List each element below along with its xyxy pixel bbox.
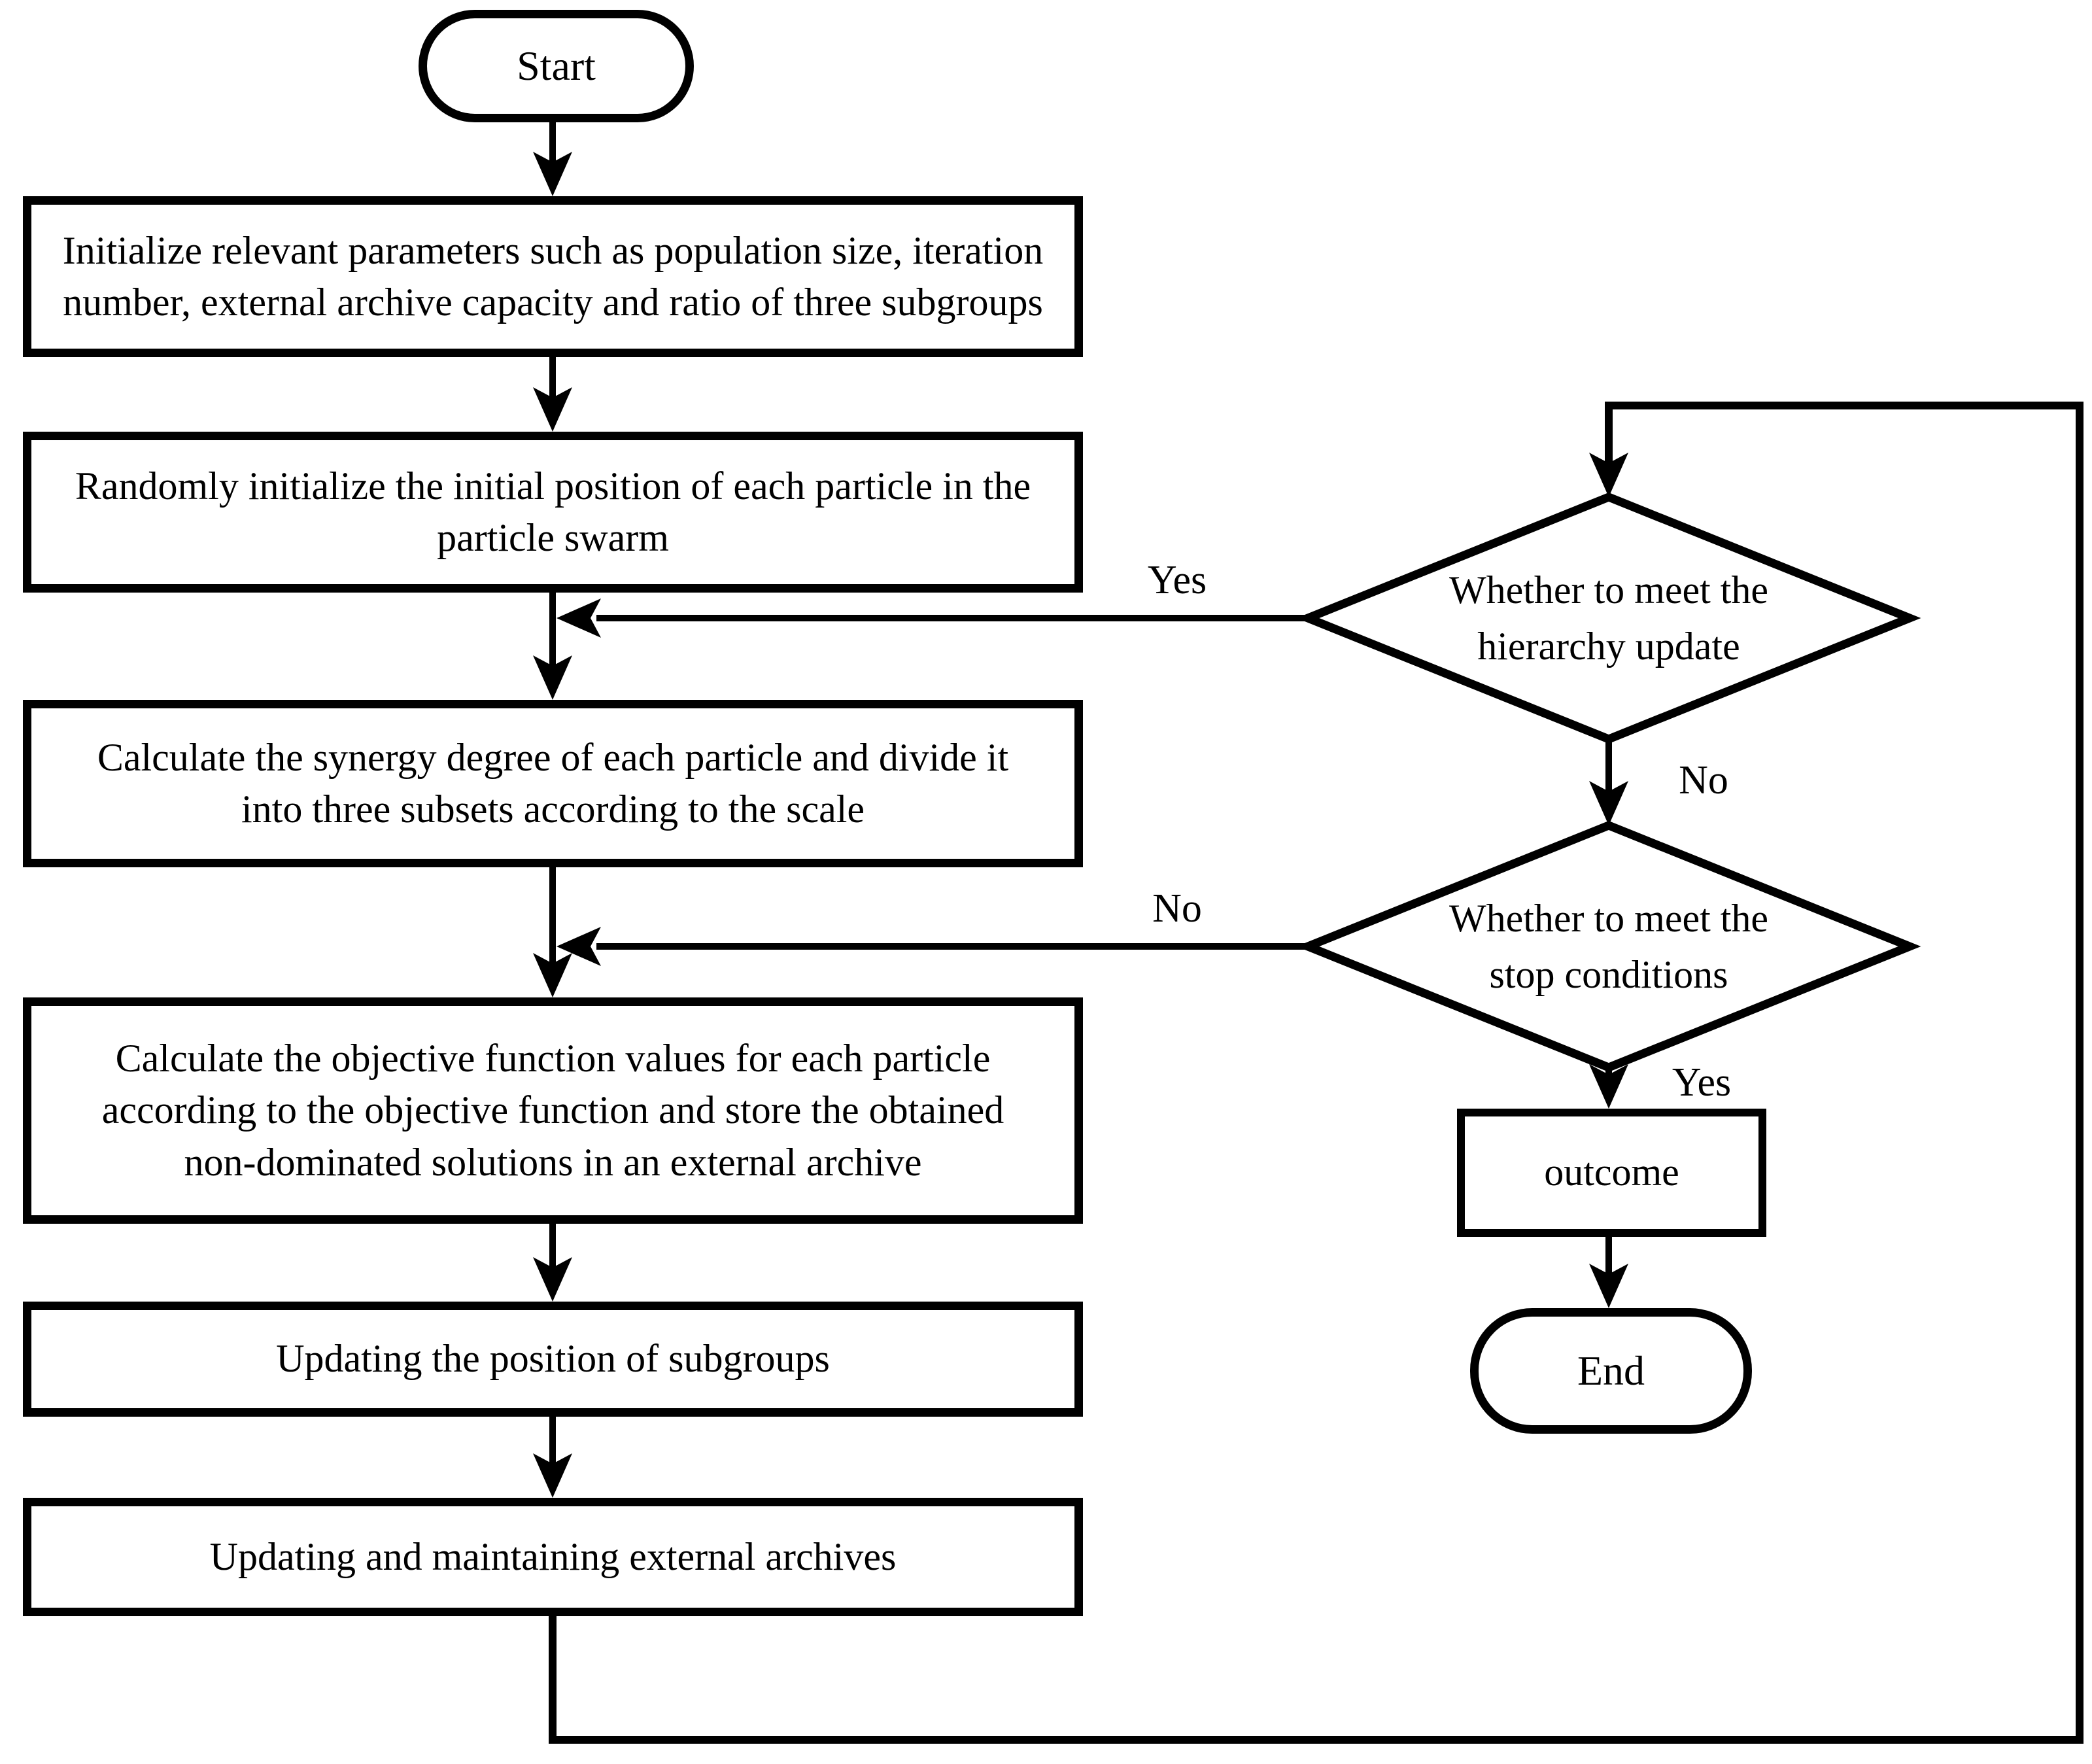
arrowhead-start-to-initialize	[533, 152, 572, 196]
outcome-label: outcome	[1544, 1150, 1679, 1194]
step-objective-function-label: Calculate the objective function values …	[101, 1037, 1004, 1184]
decision-hierarchy-update: Whether to meet the hierarchy update	[1347, 551, 1870, 685]
arrowhead-synergy-to-objective	[533, 953, 572, 997]
terminal-end: End	[1470, 1308, 1752, 1434]
step-update-archives-label: Updating and maintaining external archiv…	[209, 1534, 897, 1578]
arrowhead-random-to-synergy	[533, 655, 572, 700]
decision-hierarchy-line1: Whether to meet the	[1449, 568, 1769, 612]
step-update-subgroups: Updating the position of subgroups	[23, 1302, 1083, 1417]
step-random-initialize-label: Randomly initialize the initial position…	[75, 464, 1031, 559]
arrowhead-stop-yes	[1589, 1064, 1628, 1109]
arrowhead-initialize-to-random	[533, 387, 572, 432]
arrowhead-hierarchy-no	[1589, 781, 1628, 825]
step-initialize-parameters: Initialize relevant parameters such as p…	[23, 196, 1083, 357]
outcome-box: outcome	[1457, 1109, 1766, 1237]
decision-stop-line2: stop conditions	[1489, 952, 1728, 996]
label-stop-no: No	[1152, 886, 1202, 931]
connector-loop-back	[549, 402, 2083, 1744]
step-objective-function: Calculate the objective function values …	[23, 997, 1083, 1224]
arrowhead-stop-no	[557, 927, 601, 966]
arrowhead-outcome-to-end	[1589, 1264, 1628, 1308]
label-hierarchy-no: No	[1679, 758, 1728, 803]
label-stop-yes: Yes	[1672, 1060, 1732, 1105]
step-random-initialize: Randomly initialize the initial position…	[23, 432, 1083, 593]
decision-stop-conditions: Whether to meet the stop conditions	[1347, 880, 1870, 1014]
label-hierarchy-yes: Yes	[1147, 558, 1207, 602]
step-synergy-degree: Calculate the synergy degree of each par…	[23, 700, 1083, 867]
terminal-start: Start	[419, 10, 694, 122]
step-synergy-degree-label: Calculate the synergy degree of each par…	[97, 735, 1009, 831]
decision-hierarchy-line2: hierarchy update	[1477, 624, 1740, 668]
decision-stop-line1: Whether to meet the	[1449, 897, 1769, 941]
arrowhead-hierarchy-yes	[557, 598, 601, 638]
decision-hierarchy-diamond	[1296, 492, 1921, 744]
arrowhead-loop-to-hierarchy	[1589, 453, 1628, 497]
arrowhead-objective-to-subgroups	[533, 1257, 572, 1302]
arrowhead-subgroups-to-archives	[533, 1453, 572, 1498]
end-label: End	[1577, 1347, 1645, 1394]
decision-stop-diamond	[1296, 820, 1921, 1073]
start-label: Start	[517, 42, 596, 89]
step-initialize-parameters-label: Initialize relevant parameters such as p…	[62, 228, 1044, 324]
step-update-archives: Updating and maintaining external archiv…	[23, 1498, 1083, 1616]
step-update-subgroups-label: Updating the position of subgroups	[276, 1337, 830, 1381]
